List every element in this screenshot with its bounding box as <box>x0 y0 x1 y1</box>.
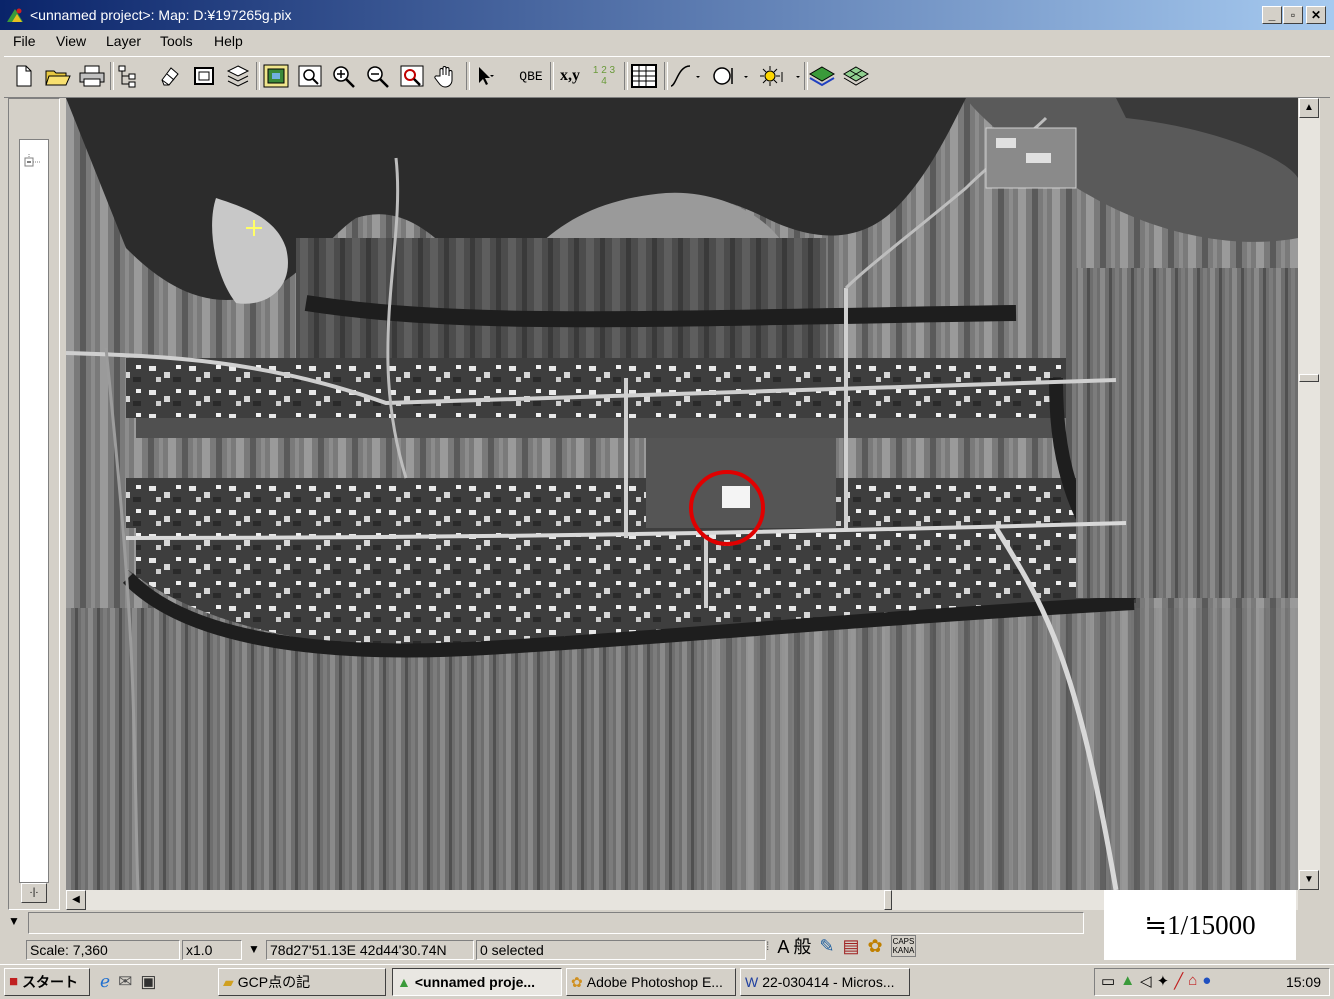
horizontal-scroll-thumb[interactable] <box>884 890 892 910</box>
panel-split-icon[interactable]: ·|· <box>21 883 47 903</box>
layer-tree-panel: ·|· <box>8 98 60 910</box>
restore-button[interactable]: ▫ <box>1283 6 1303 24</box>
menu-view[interactable]: View <box>56 33 87 49</box>
task-word-label: 22-030414 - Micros... <box>762 974 895 990</box>
table-icon[interactable] <box>630 62 658 90</box>
qbe-button[interactable]: QBE <box>519 68 543 84</box>
taskbar: ■ スタート ℯ ✉ ▣ ▰ GCP点の記 ▲ <unnamed proje..… <box>0 964 1334 999</box>
layer-stack-icon[interactable] <box>808 62 836 90</box>
select-arrow-icon[interactable] <box>470 62 498 90</box>
caps-label: CAPS <box>892 937 915 946</box>
menu-bar: File View Layer Tools Help <box>0 30 1334 54</box>
pan-hand-icon[interactable] <box>432 62 460 90</box>
desktop-icon[interactable]: ▣ <box>140 972 157 991</box>
ime-dictionary-icon[interactable]: ✎ <box>819 935 835 956</box>
zoom-out-icon[interactable] <box>364 62 392 90</box>
clock: 15:09 <box>1285 974 1321 990</box>
horizontal-scrollbar[interactable]: ◀ <box>66 890 1298 910</box>
scale-annotation: ≒1/15000 <box>1104 890 1296 960</box>
network-icon[interactable]: ▭ <box>1101 973 1116 990</box>
messenger-icon[interactable]: ● <box>1202 972 1212 989</box>
title-bar[interactable]: <unnamed project>: Map: D:¥197265g.pix _… <box>0 0 1334 30</box>
toolbar: QBE x,y 1 2 3 4 <box>4 56 1330 98</box>
app-icon <box>7 8 23 22</box>
curve-icon[interactable] <box>668 62 702 90</box>
message-field <box>28 912 1084 934</box>
app-tray-icon[interactable]: ▲ <box>1120 972 1136 989</box>
task-photoshop[interactable]: ✿ Adobe Photoshop E... <box>566 968 736 996</box>
sun-icon[interactable] <box>756 62 802 90</box>
open-folder-icon[interactable] <box>44 62 72 90</box>
print-icon[interactable] <box>78 62 106 90</box>
pci-app-icon: ▲ <box>397 974 411 990</box>
menu-tools[interactable]: Tools <box>160 33 193 49</box>
menu-file[interactable]: File <box>13 33 36 49</box>
map-view[interactable] <box>66 98 1298 890</box>
aerial-photo <box>66 98 1298 890</box>
tray-icons: ▭ ▲ ◁ ✦ ╱ ⌂ ● <box>1101 972 1211 990</box>
ime-pad-icon[interactable]: ▤ <box>842 935 860 956</box>
layers-icon[interactable] <box>224 62 252 90</box>
image-icon[interactable] <box>262 62 290 90</box>
ime-mode[interactable]: A 般 <box>777 937 812 957</box>
task-project-label: <unnamed proje... <box>414 974 536 990</box>
task-gcp-label: GCP点の記 <box>237 974 311 990</box>
task-photoshop-label: Adobe Photoshop E... <box>586 974 723 990</box>
xy-button[interactable]: x,y <box>560 67 580 84</box>
photoshop-icon: ✿ <box>571 974 583 990</box>
task-word[interactable]: W 22-030414 - Micros... <box>740 968 910 996</box>
windows-logo-icon: ■ <box>9 973 19 990</box>
ie-icon[interactable]: ℯ <box>100 972 111 991</box>
ime-toolbar: ⁞ A 般 ✎ ▤ ✿ CAPS KANA <box>766 930 988 962</box>
vertical-scroll-thumb[interactable] <box>1299 374 1319 382</box>
zoom-readout: x1.0 <box>182 940 242 960</box>
minimize-button[interactable]: _ <box>1262 6 1282 24</box>
coord-dropdown-icon[interactable]: ▼ <box>248 942 260 956</box>
quick-launch: ℯ ✉ ▣ <box>100 969 200 995</box>
volume-icon[interactable]: ◁ <box>1140 973 1152 990</box>
circle-icon[interactable] <box>710 62 750 90</box>
tree-collapse-icon[interactable] <box>24 154 42 170</box>
menu-help[interactable]: Help <box>214 33 243 49</box>
tray-tool-icon[interactable]: ✦ <box>1156 973 1170 990</box>
close-button[interactable]: ✕ <box>1306 6 1326 24</box>
pen-icon[interactable]: ╱ <box>1174 973 1184 990</box>
zoom-extent-icon[interactable] <box>398 62 426 90</box>
folder-icon: ▰ <box>223 974 234 990</box>
gcp-marker <box>246 220 262 236</box>
coordinate-readout: 78d27'51.13E 42d44'30.74N <box>266 940 474 960</box>
ime-help-icon[interactable]: ✿ <box>867 935 883 956</box>
ime-grip-icon[interactable]: ⁞ <box>766 939 770 953</box>
numbers-button[interactable]: 1 2 3 4 <box>592 65 616 87</box>
acrobat-icon[interactable]: ⌂ <box>1188 972 1198 989</box>
task-project[interactable]: ▲ <unnamed proje... <box>392 968 562 996</box>
system-tray: ▭ ▲ ◁ ✦ ╱ ⌂ ● 15:09 <box>1094 968 1330 996</box>
window-title: <unnamed project>: Map: D:¥197265g.pix <box>30 7 292 23</box>
status-expand-icon[interactable]: ▼ <box>8 914 20 928</box>
outlook-icon[interactable]: ✉ <box>118 972 133 991</box>
tree-icon[interactable] <box>116 62 144 90</box>
frame-icon[interactable] <box>190 62 218 90</box>
zoom-in-icon[interactable] <box>330 62 358 90</box>
scroll-down-icon[interactable]: ▼ <box>1299 870 1319 890</box>
kana-label: KANA <box>892 946 915 955</box>
scale-readout: Scale: 7,360 <box>26 940 180 960</box>
word-icon: W <box>745 974 759 990</box>
eraser-icon[interactable] <box>156 62 184 90</box>
caps-kana-indicator: CAPS KANA <box>890 935 917 957</box>
new-file-icon[interactable] <box>10 62 38 90</box>
scroll-up-icon[interactable]: ▲ <box>1299 98 1319 118</box>
menu-layer[interactable]: Layer <box>106 33 142 49</box>
start-button[interactable]: ■ スタート <box>4 968 90 996</box>
highlight-circle <box>689 470 765 546</box>
grid-layers-icon[interactable] <box>842 62 870 90</box>
task-gcp[interactable]: ▰ GCP点の記 <box>218 968 386 996</box>
scroll-left-icon[interactable]: ◀ <box>66 890 86 910</box>
start-label: スタート <box>22 974 79 990</box>
layer-tree[interactable] <box>19 139 49 883</box>
status-bar: ▼ Scale: 7,360 x1.0 ▼ 78d27'51.13E 42d44… <box>0 912 1334 962</box>
vertical-scrollbar[interactable]: ▲ ▼ <box>1298 98 1320 890</box>
zoom-box-icon[interactable] <box>296 62 324 90</box>
selection-count: 0 selected <box>476 940 766 960</box>
